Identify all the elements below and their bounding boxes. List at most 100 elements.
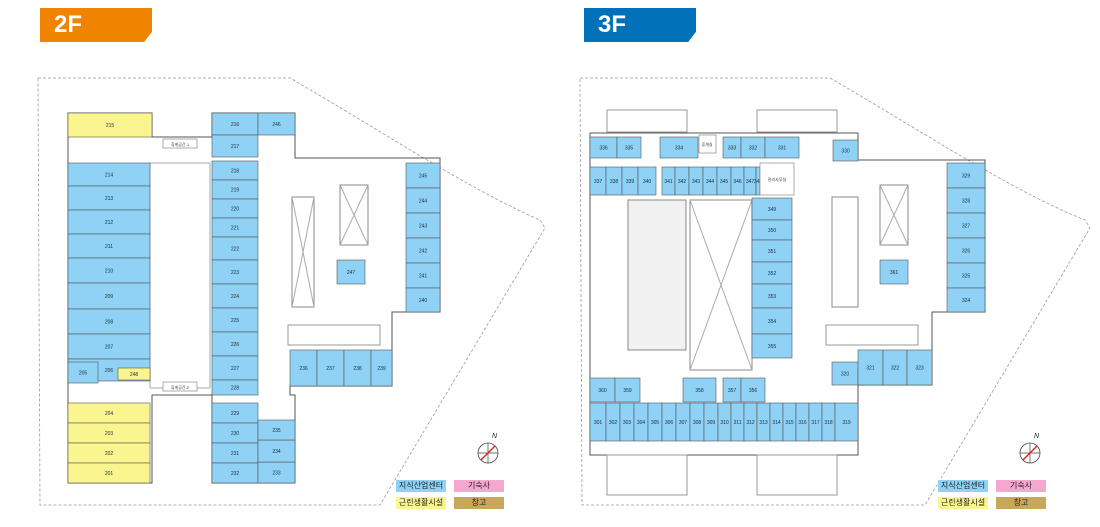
2f-unit-246 <box>257 112 296 136</box>
3f-unit-label-359: 359 <box>623 388 632 394</box>
2f-unit-227 <box>211 355 259 381</box>
rest-area-2-label: 휴게공간-2 <box>171 384 190 390</box>
2f-unit-label-210: 210 <box>105 269 114 275</box>
3f-unit-label-349: 349 <box>768 207 777 213</box>
2f-unit-label-241: 241 <box>419 274 428 280</box>
2f-unit-248 <box>117 367 151 381</box>
3f-unit-319 <box>834 402 859 442</box>
3f-unit-label-323: 323 <box>915 366 924 372</box>
3f-unit-label-347: 347 <box>746 179 755 185</box>
3f-unit-label-361: 361 <box>890 270 899 276</box>
3f-unit-label-316: 316 <box>798 420 807 426</box>
2f-unit-223 <box>211 259 259 285</box>
3f-unit-label-331: 331 <box>778 146 787 152</box>
floor-3f-tab: 3F <box>584 8 696 42</box>
site-outline-3f <box>579 77 1091 506</box>
3f-unit-359 <box>614 377 641 403</box>
compass-3f: N <box>1019 433 1041 464</box>
2f-unit-211 <box>67 233 151 259</box>
2f-unit-235 <box>257 419 296 441</box>
floor-2f-label: 2F <box>54 11 83 38</box>
labels-3f: 휴게실 관리사무실 <box>698 134 795 196</box>
2f-unit-label-224: 224 <box>231 294 240 300</box>
3f-unit-334 <box>659 136 699 159</box>
3f-unit-label-351: 351 <box>768 249 777 255</box>
3f-unit-323 <box>906 349 933 386</box>
3f-unit-335 <box>616 136 642 159</box>
3f-unit-label-327: 327 <box>962 224 971 230</box>
3f-unit-358 <box>682 377 717 403</box>
2f-unit-label-220: 220 <box>231 207 240 213</box>
3f-unit-label-311: 311 <box>734 420 742 426</box>
2f-unit-label-212: 212 <box>105 220 114 226</box>
3f-unit-340 <box>637 166 657 196</box>
3f-unit-label-318: 318 <box>824 420 833 426</box>
site-outline-2f <box>37 77 546 506</box>
2f-unit-label-213: 213 <box>105 196 114 202</box>
3f-unit-321 <box>857 349 884 386</box>
3f-unit-361 <box>879 259 909 285</box>
2f-unit-label-206: 206 <box>105 368 114 374</box>
3f-unit-324 <box>946 287 986 313</box>
2f-unit-225 <box>211 307 259 333</box>
3f-unit-label-307: 307 <box>679 420 688 426</box>
2f-unit-label-244: 244 <box>419 199 428 205</box>
2f-unit-label-245: 245 <box>419 174 428 180</box>
3f-unit-label-330: 330 <box>841 149 850 155</box>
management-office-label: 관리사무실 <box>768 176 787 182</box>
2f-unit-209 <box>67 282 151 310</box>
2f-unit-236 <box>289 349 318 387</box>
2f-unit-label-216: 216 <box>231 122 240 128</box>
2f-unit-224 <box>211 283 259 309</box>
3f-unit-label-301: 301 <box>594 420 603 426</box>
2f-unit-label-230: 230 <box>231 431 240 437</box>
3f-unit-label-344: 344 <box>706 179 715 185</box>
3f-unit-331 <box>764 136 800 159</box>
3f-unit-label-357: 357 <box>728 388 737 394</box>
3f-unit-label-304: 304 <box>637 420 646 426</box>
3f-unit-328 <box>946 187 986 214</box>
2f-unit-210 <box>67 257 151 284</box>
3f-unit-325 <box>946 262 986 289</box>
2f-unit-label-229: 229 <box>231 411 240 417</box>
compass-3f-n: N <box>1034 433 1040 440</box>
3f-unit-label-360: 360 <box>598 388 607 394</box>
2f-unit-242 <box>405 237 441 264</box>
3f-unit-label-317: 317 <box>811 420 820 426</box>
3f-unit-label-343: 343 <box>692 179 701 185</box>
3f-unit-label-305: 305 <box>651 420 660 426</box>
legend-2f-storage: 창고 <box>454 497 504 509</box>
2f-unit-241 <box>405 262 441 289</box>
3f-unit-label-328: 328 <box>962 199 971 205</box>
legend-3f-retail: 근린생활시설 <box>938 497 988 509</box>
2f-unit-label-237: 237 <box>326 366 335 372</box>
building-3f <box>589 109 986 496</box>
3f-unit-label-334: 334 <box>675 146 684 152</box>
2f-unit-label-247: 247 <box>347 270 356 276</box>
2f-unit-label-225: 225 <box>231 318 240 324</box>
3f-unit-label-356: 356 <box>749 388 758 394</box>
3f-unit-label-353: 353 <box>768 294 777 300</box>
compass-2f: N <box>477 433 499 464</box>
3f-unit-label-312: 312 <box>746 420 755 426</box>
2f-unit-label-211: 211 <box>105 244 113 250</box>
2f-unit-226 <box>211 331 259 357</box>
3f-unit-label-319: 319 <box>842 420 851 426</box>
2f-unit-label-209: 209 <box>105 294 114 300</box>
3f-unit-355 <box>751 333 793 359</box>
3f-unit-label-308: 308 <box>693 420 702 426</box>
2f-unit-label-218: 218 <box>231 169 240 175</box>
2f-unit-label-240: 240 <box>419 298 428 304</box>
legend-2f-knowledge-center: 지식산업센터 <box>396 480 446 492</box>
3f-unit-label-340: 340 <box>643 179 652 185</box>
legend-2f-dormitory: 기숙사 <box>454 480 504 492</box>
3f-unit-label-314: 314 <box>772 420 781 426</box>
3f-unit-label-320: 320 <box>841 372 850 378</box>
2f-unit-label-232: 232 <box>231 471 240 477</box>
3f-unit-322 <box>882 349 908 386</box>
3f-unit-353 <box>751 283 793 309</box>
3f-unit-label-302: 302 <box>609 420 618 426</box>
3f-unit-label-342: 342 <box>678 179 687 185</box>
compass-2f-n: N <box>492 433 498 440</box>
